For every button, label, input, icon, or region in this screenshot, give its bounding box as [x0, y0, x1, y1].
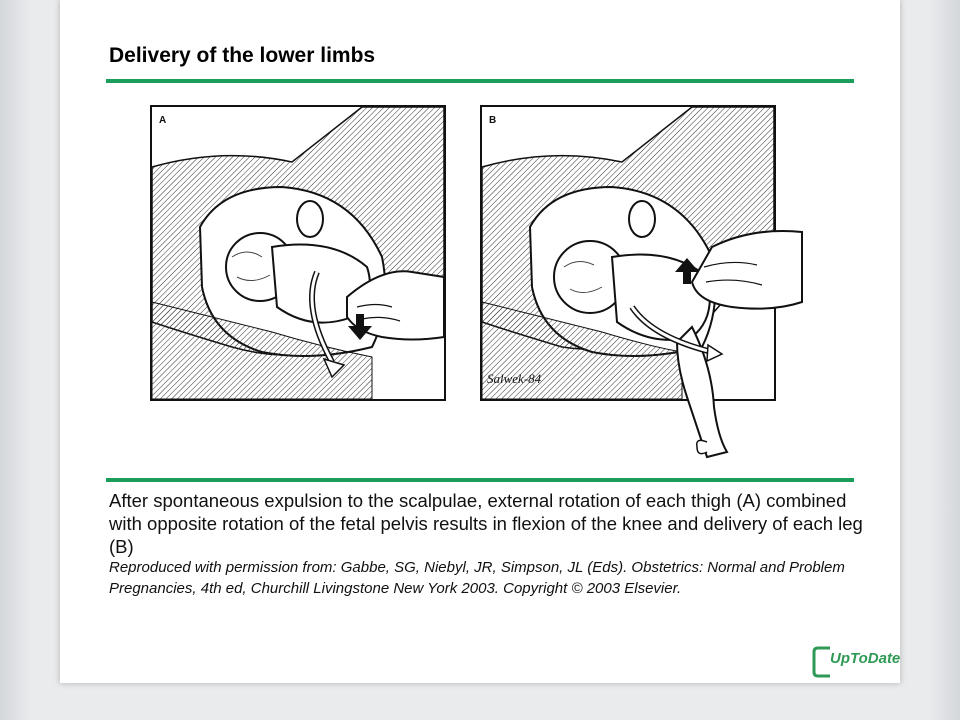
figure-caption: After spontaneous expulsion to the scalp… [109, 490, 863, 557]
logo-text: UpToDate [830, 650, 901, 667]
artist-signature: Salwek-84 [487, 371, 542, 386]
panel-label-b: B [489, 115, 497, 126]
figure-reference: Reproduced with permission from: Gabbe, … [109, 559, 845, 597]
panel-a-drawing [151, 106, 445, 400]
caption-divider [106, 478, 854, 482]
illustration-panel-b: B [480, 105, 803, 459]
panel-b-drawing: Salwek-84 [481, 106, 803, 459]
uptodate-logo: UpToDate [812, 646, 900, 678]
slide: Delivery of the lower limbs A [60, 0, 900, 683]
slide-title: Delivery of the lower limbs [109, 44, 376, 67]
illustration-panel-a: A [150, 105, 446, 401]
panel-label-a: A [159, 115, 167, 126]
logo-bracket-icon [812, 646, 830, 678]
top-divider [106, 79, 854, 83]
